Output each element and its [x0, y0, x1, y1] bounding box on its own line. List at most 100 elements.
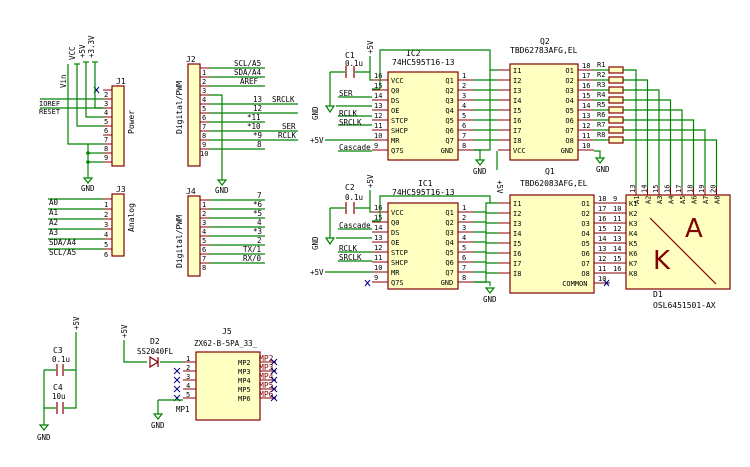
- svg-text:9: 9: [202, 141, 206, 149]
- q1-pin-i2: I2: [513, 210, 521, 218]
- q1-pinnum-r4: 14: [598, 235, 606, 243]
- q1-pin-o6: O6: [581, 250, 589, 258]
- j2-label-3: AREF: [240, 77, 259, 86]
- j2-label-10: 8: [257, 140, 262, 149]
- d1-pinnum-top-4: 17: [675, 185, 683, 193]
- ic1-pin-ds: DS: [391, 229, 399, 237]
- d1-pinnum-left-4: 13: [613, 235, 621, 243]
- svg-text:5: 5: [104, 241, 108, 249]
- resistor-r6: [608, 116, 624, 124]
- ic1-pin-q5: Q5: [445, 249, 453, 257]
- j5-pinnum-mp3: MP3: [259, 363, 274, 372]
- ic2-pinnum-l3: 13: [374, 102, 382, 110]
- q2-pin-o8: O8: [565, 137, 573, 145]
- q2-pin-o7: O7: [565, 127, 573, 135]
- j2-ref: J2: [186, 55, 196, 64]
- j2-net-srclk: SRCLK: [272, 95, 295, 104]
- ic2-value: 74HC595T16-13: [392, 58, 455, 67]
- ic1-pin-stcp: STCP: [391, 249, 408, 257]
- resistor-label-r4: R4: [597, 91, 605, 99]
- ic2-pinnum-r3: 4: [462, 102, 466, 110]
- q1-pin-o1: O1: [581, 200, 589, 208]
- ic2-pin-vcc: VCC: [391, 77, 404, 85]
- d1-pin-k3: K3: [629, 220, 637, 228]
- j2-net-rclk: RCLK: [278, 131, 297, 140]
- ic1-pin-q3: Q3: [445, 229, 453, 237]
- q2-pinnum-r0: 18: [582, 62, 590, 70]
- d1-pinnum-top-7: 20: [710, 185, 718, 193]
- c2-value: 0.1u: [345, 193, 363, 202]
- ic1-pin-oe: OE: [391, 239, 399, 247]
- ic2-pinnum-r5: 6: [462, 122, 466, 130]
- d1-pinnum-top-1: 14: [641, 185, 649, 193]
- j5-pinnum-3: 3: [186, 373, 190, 381]
- j4-ref: J4: [186, 187, 196, 196]
- resistor-r2: [608, 76, 624, 84]
- q2-pinnum-r4: 14: [582, 102, 590, 110]
- ic2-pin-oe: OE: [391, 107, 399, 115]
- j5-pinnum-5: 5: [186, 391, 190, 399]
- q2-pin-gnd: GND: [561, 147, 574, 155]
- gnd-j5: GND: [151, 421, 165, 430]
- q2-pinnum-r1: 17: [582, 72, 590, 80]
- ic1-pinnum-r0: 1: [462, 204, 466, 212]
- resistor-label-r3: R3: [597, 81, 605, 89]
- svg-text:2: 2: [104, 91, 108, 99]
- ic1-pinnum-r1: 2: [462, 214, 466, 222]
- svg-text:7: 7: [202, 123, 206, 131]
- ic1-pinnum-r4: 5: [462, 244, 466, 252]
- ic2-pinnum-r6: 7: [462, 132, 466, 140]
- d1-pinnum-left-1: 10: [613, 205, 621, 213]
- resistor-r5: [608, 106, 624, 114]
- ic2-net-cascade: Cascade: [339, 143, 371, 152]
- j5-ref: J5: [222, 327, 232, 336]
- j1-reset: RESET: [39, 108, 61, 116]
- resistor-label-r7: R7: [597, 121, 605, 129]
- d1-pin-a2: A2: [645, 196, 653, 204]
- resistor-r7: [608, 126, 624, 134]
- j5-pinnum-2: 2: [186, 364, 190, 372]
- p5v-ic2: +5V: [366, 40, 375, 54]
- d1-ref: D1: [653, 290, 663, 299]
- c3-c4-caps: C3 0.1u C4 10u GND +5V: [37, 316, 81, 442]
- gnd-ic2-b: GND: [473, 167, 487, 176]
- q2-pin-i7: I7: [513, 127, 521, 135]
- svg-text:5: 5: [202, 105, 206, 113]
- p5v-q2: +5V: [495, 180, 504, 194]
- q1-pin-i5: I5: [513, 240, 521, 248]
- ic2-pin-q0: Q0: [391, 87, 399, 95]
- d1-pin-k1: K1: [629, 200, 637, 208]
- q2-value: TBD62783AFG,EL: [510, 46, 578, 55]
- q2-pinnum-r6: 12: [582, 122, 590, 130]
- j2-value: Digital/PWM: [175, 81, 184, 134]
- svg-text:7: 7: [104, 136, 108, 144]
- ic2-pinnum-r0: 1: [462, 72, 466, 80]
- j4-label-3: *5: [253, 209, 262, 218]
- svg-text:3: 3: [202, 87, 206, 95]
- ic1-ref: IC1: [418, 179, 433, 188]
- q2-pinnum-r8: 10: [582, 142, 590, 150]
- resistor-r3: [608, 86, 624, 94]
- j5-pinnum-mp4: MP4: [259, 372, 274, 381]
- q2-pinnum-r3: 15: [582, 92, 590, 100]
- ic2-pinnum-r2: 3: [462, 92, 466, 100]
- d1-pinnum-top-3: 16: [664, 185, 672, 193]
- ic1-pinnum-r2: 3: [462, 224, 466, 232]
- d1-pin-k4: K4: [629, 230, 637, 238]
- resistor-label-r5: R5: [597, 101, 605, 109]
- j3-label-3: A2: [49, 218, 58, 227]
- resistor-label-r1: R1: [597, 61, 605, 69]
- j1-iopref: IOREF: [39, 100, 60, 108]
- q2-pin-o4: O4: [565, 97, 573, 105]
- ic2-pinnum-r7: 8: [462, 142, 466, 150]
- j4-label-6: 2: [257, 236, 262, 245]
- svg-text:1: 1: [104, 201, 108, 209]
- c3-ref: C3: [53, 346, 63, 355]
- q2-pin-i5: I5: [513, 107, 521, 115]
- j5-value: ZX62-B-5PA_33_: [194, 339, 258, 348]
- resistor-r8: [608, 136, 624, 144]
- q1-pinnum-r0: 18: [598, 195, 606, 203]
- q1-pin-o2: O2: [581, 210, 589, 218]
- ic2-pin-q5: Q5: [445, 117, 453, 125]
- gnd-label-j1: GND: [81, 184, 95, 193]
